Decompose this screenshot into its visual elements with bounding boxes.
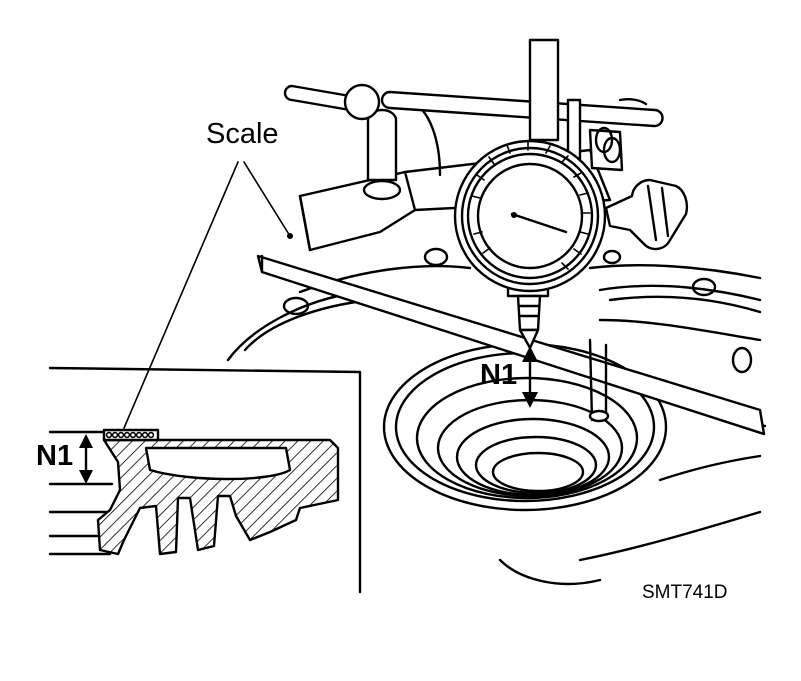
n1-label-inset: N1 — [36, 440, 74, 472]
inset-scale-dots — [105, 431, 155, 439]
dial-indicator — [453, 139, 689, 350]
bearing-bore — [382, 342, 668, 512]
straight-edge-scale — [256, 233, 766, 436]
figure-code-label: SMT741D — [642, 582, 728, 603]
n1-measure-arrow-inset — [79, 434, 93, 484]
gauge-stand-block — [298, 108, 612, 252]
n1-measure-arrow-main — [522, 346, 538, 408]
gauge-stand-rods — [283, 38, 664, 202]
inset-section-view — [48, 366, 362, 594]
scale-leader-lines — [123, 161, 291, 429]
scale-label: Scale — [206, 118, 279, 150]
n1-label-main: N1 — [480, 359, 518, 391]
